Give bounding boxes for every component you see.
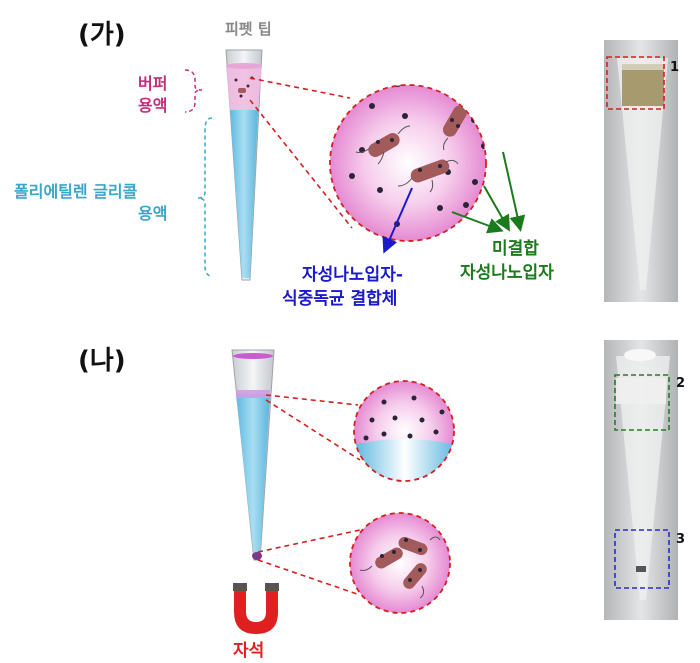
- panel-b-label: (나): [78, 346, 126, 376]
- unbound-arrow-1: [451, 211, 504, 234]
- zoom-line-b-bottom-top: [257, 529, 361, 553]
- complex-label-line2: 식중독균 결합체: [282, 289, 398, 309]
- zoom-line-b-mid-bottom: [265, 399, 361, 461]
- photo-marker-1: 1: [670, 60, 680, 75]
- pipette-tip-a: [225, 49, 263, 281]
- complex-arrow: [382, 187, 413, 254]
- unbound-label-line1: 미결합: [492, 239, 539, 259]
- bacterium-1: [355, 125, 411, 165]
- peg-label-line1: 폴리에틸렌 글리콜: [14, 182, 138, 201]
- unbound-arrow-3: [502, 151, 526, 232]
- buffer-label-line2: 용액: [138, 96, 168, 115]
- bacterium-3: [397, 159, 459, 193]
- bacterium-b1: [375, 547, 403, 569]
- magnet-icon: [233, 583, 279, 634]
- unbound-arrow-2: [483, 185, 510, 232]
- peg-brace: [197, 117, 213, 277]
- photo-box-1: [606, 56, 665, 110]
- photo-marker-3: 3: [676, 532, 686, 547]
- zoom-line-b-mid-top: [265, 394, 359, 406]
- complex-label-line1: 자성나노입자-: [302, 265, 403, 285]
- buffer-label-line1: 버퍼: [138, 74, 168, 93]
- peg-label-line2: 용액: [138, 204, 168, 223]
- photo-marker-2: 2: [676, 376, 686, 391]
- photo-box-2: [614, 374, 670, 431]
- unbound-label-line2: 자성나노입자: [460, 263, 554, 283]
- tip-a-bacterium: [238, 88, 246, 93]
- magnet-label: 자석: [233, 641, 265, 661]
- zoom-circle-bottom: [349, 512, 451, 614]
- zoom-line-a-bottom: [249, 99, 353, 229]
- buffer-brace: [184, 69, 203, 113]
- zoom-line-a-top: [249, 77, 351, 99]
- panel-a-label: (가): [78, 20, 126, 50]
- photo-a: [604, 40, 678, 302]
- pipette-tip-b: [231, 349, 275, 561]
- pipette-tip-label: 피펫 팁: [225, 20, 272, 38]
- zoom-circle-mid: [353, 380, 455, 482]
- photo-box-3: [614, 529, 670, 589]
- photo-b: [604, 340, 678, 620]
